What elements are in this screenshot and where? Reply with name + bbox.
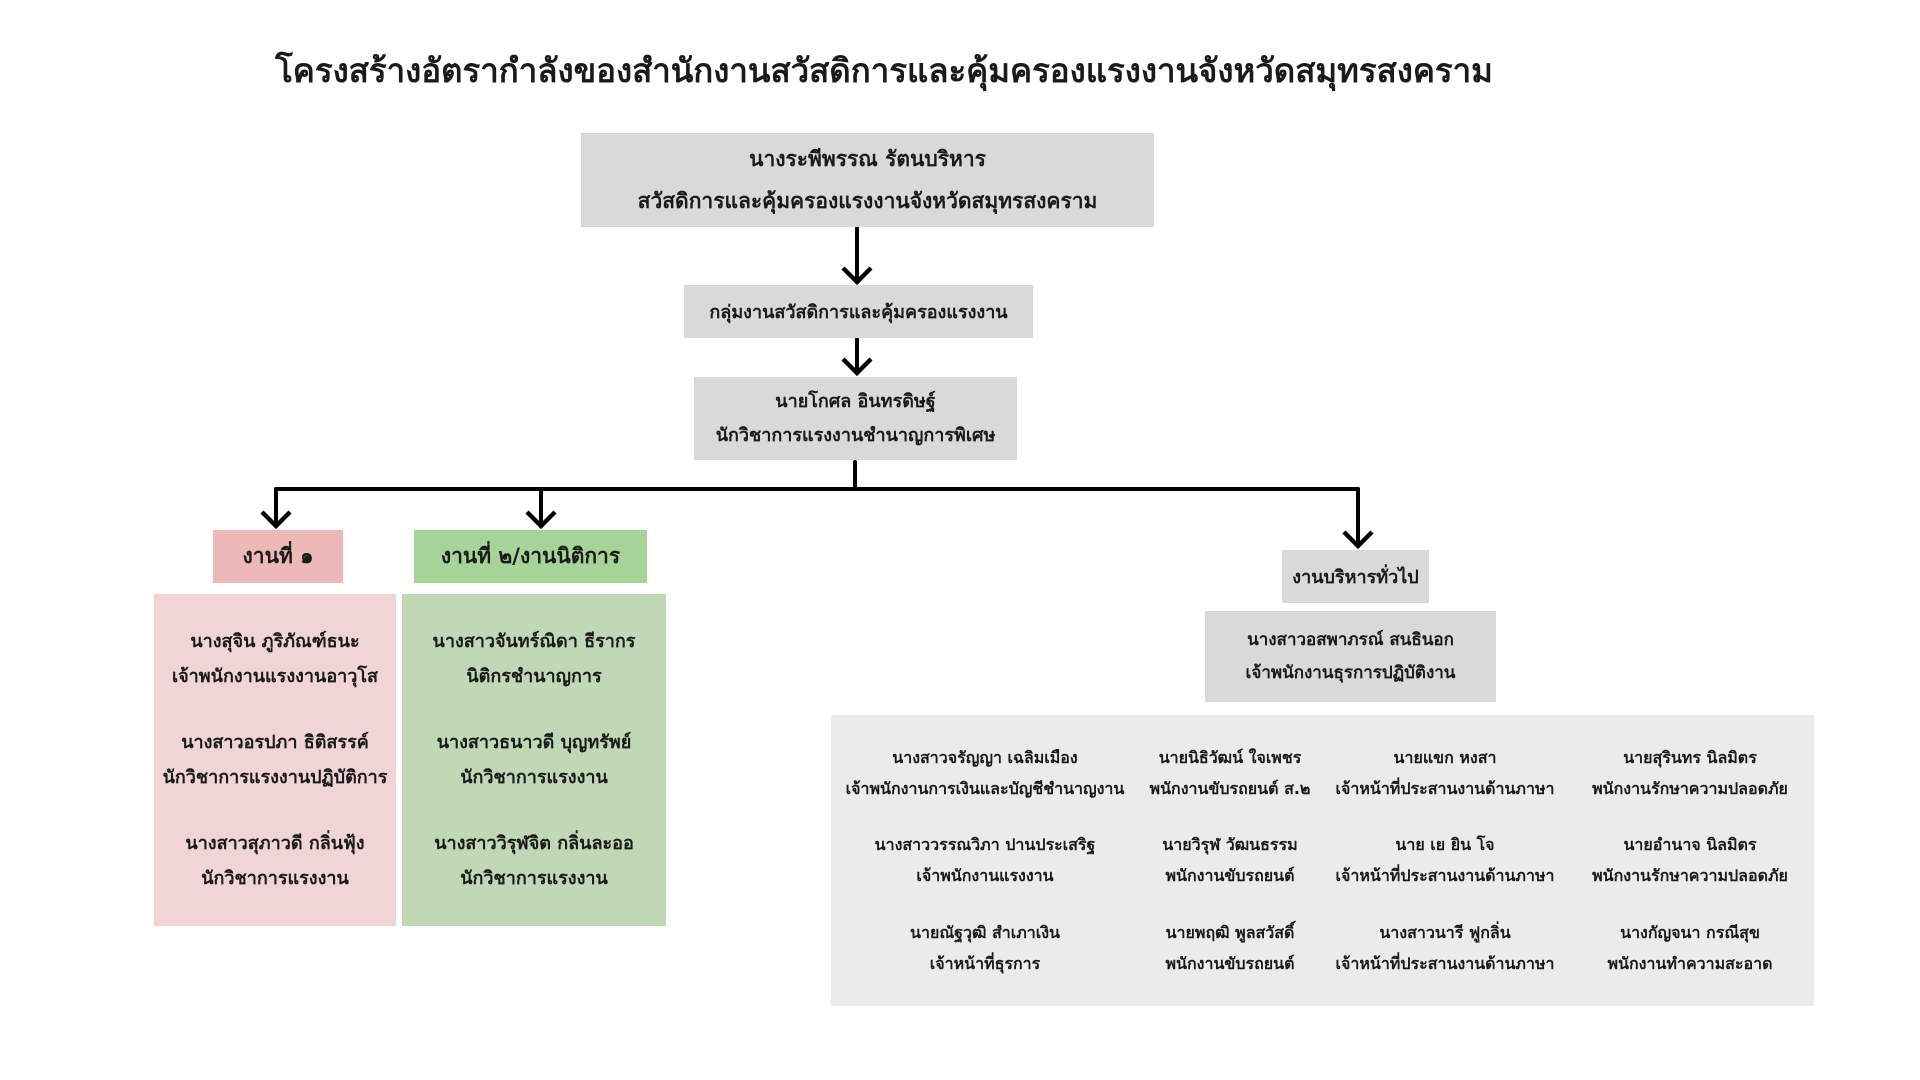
unit2-header: งานที่ ๒/งานนิติการ [414,530,647,583]
group-label: กลุ่มงานสวัสดิการและคุ้มครองแรงงาน [709,302,1008,323]
general-label: งานบริหารทั่วไป [1292,567,1419,588]
member-name: นายอำนาจ นิลมิตร [1623,835,1757,855]
member-name: นางกัญจนา กรณีสุข [1620,923,1760,943]
supervisor-box: นายโกศล อินทรดิษฐ์ นักวิชาการแรงงานชำนาญ… [694,377,1017,460]
unit1-member: นางสุจิน ภูริภัณฑ์ธนะ เจ้าพนักงานแรงงานอ… [172,624,378,694]
member-position: เจ้าหน้าที่ประสานงานด้านภาษา [1335,778,1555,798]
member-name: นายแขก หงสา [1393,747,1497,767]
unit2-label: งานที่ ๒/งานนิติการ [440,544,621,568]
unit1-member: นางสาวสุภาวดี กลิ่นฟุ้ง นักวิชาการแรงงาน [185,826,364,896]
member-name: นางสาวนารี ฟูกลิ่น [1379,923,1511,943]
member-name: นางสาวอรปภา ธิติสรรค์ [181,731,369,753]
general-member: นายนิธิวัฒน์ ใจเพชร พนักงานขับรถยนต์ ส.๒ [1138,742,1323,804]
general-lead-box: นางสาวอสพาภรณ์ สนธินอก เจ้าพนักงานธุรการ… [1205,611,1496,702]
member-position: พนักงานทำความสะอาด [1607,954,1773,974]
supervisor-name: นายโกศล อินทรดิษฐ์ [775,390,936,412]
unit2-members: นางสาวจันทร์ณิดา ธีรากร นิติกรชำนาญการ น… [402,594,666,926]
member-position: นักวิชาการแรงงานปฏิบัติการ [162,766,388,788]
member-name: นางสาวสุภาวดี กลิ่นฟุ้ง [185,833,365,855]
member-name: นางสาววิรุฬจิต กลิ่นละออ [434,833,634,855]
general-members: นางสาวจรัญญา เฉลิมเมือง เจ้าพนักงานการเง… [831,715,1814,1006]
unit1-header: งานที่ ๑ [213,530,343,583]
head-position: สวัสดิการและคุ้มครองแรงงานจังหวัดสมุทรสง… [637,189,1098,213]
member-name: นางสาวจันทร์ณิดา ธีรากร [432,630,636,652]
unit1-members: นางสุจิน ภูริภัณฑ์ธนะ เจ้าพนักงานแรงงานอ… [154,594,396,926]
group-box: กลุ่มงานสวัสดิการและคุ้มครองแรงงาน [684,285,1033,338]
member-position: เจ้าหน้าที่ธุรการ [929,954,1041,974]
member-name: นางสาวจรัญญา เฉลิมเมือง [892,747,1078,767]
general-member: นายพฤฒิ พูลสวัสดิ์ พนักงานขับรถยนต์ [1138,917,1323,979]
member-position: พนักงานรักษาความปลอดภัย [1592,866,1788,886]
general-member: นายแขก หงสา เจ้าหน้าที่ประสานงานด้านภาษา [1323,742,1568,804]
general-member: นายณัฐวุฒิ สำเภาเงิน เจ้าหน้าที่ธุรการ [833,917,1138,979]
member-position: พนักงานขับรถยนต์ ส.๒ [1149,778,1311,798]
unit1-label: งานที่ ๑ [242,544,314,568]
general-member: นายอำนาจ นิลมิตร พนักงานรักษาความปลอดภัย [1568,829,1813,891]
member-position: เจ้าหน้าที่ประสานงานด้านภาษา [1335,866,1555,886]
member-position: พนักงานรักษาความปลอดภัย [1592,778,1788,798]
member-name: นายสุรินทร นิลมิตร [1623,747,1757,767]
member-name: นาย เย ยิน โจ [1395,835,1495,855]
member-position: นักวิชาการแรงงาน [201,868,349,890]
member-name: นายณัฐวุฒิ สำเภาเงิน [910,923,1060,943]
member-position: เจ้าหน้าที่ประสานงานด้านภาษา [1335,954,1555,974]
member-position: พนักงานขับรถยนต์ [1165,954,1295,974]
unit2-member: นางสาวธนาวดี บุญทรัพย์ นักวิชาการแรงงาน [437,725,632,795]
member-name: นายนิธิวัฒน์ ใจเพชร [1158,747,1302,767]
member-position: พนักงานขับรถยนต์ [1165,866,1295,886]
member-name: นางสุจิน ภูริภัณฑ์ธนะ [190,630,360,652]
member-position: เจ้าพนักงานการเงินและบัญชีชำนาญงาน [845,778,1125,798]
member-position: นิติกรชำนาญการ [466,665,602,687]
member-name: นายวิรุฬ วัฒนธรรม [1162,835,1298,855]
member-position: นักวิชาการแรงงาน [460,766,608,788]
unit2-member: นางสาววิรุฬจิต กลิ่นละออ นักวิชาการแรงงา… [434,826,634,896]
page-title: โครงสร้างอัตรากำลังของสำนักงานสวัสดิการแ… [275,51,1493,90]
member-name: นางสาววรรณวิภา ปานประเสริฐ [874,835,1096,855]
member-position: นักวิชาการแรงงาน [460,868,608,890]
general-member: นาย เย ยิน โจ เจ้าหน้าที่ประสานงานด้านภา… [1323,829,1568,891]
member-position: เจ้าพนักงานแรงงานอาวุโส [171,665,378,687]
head-box: นางระพีพรรณ รัตนบริหาร สวัสดิการและคุ้มค… [581,133,1154,227]
general-header: งานบริหารทั่วไป [1282,550,1429,603]
general-member: นางสาวจรัญญา เฉลิมเมือง เจ้าพนักงานการเง… [833,742,1138,804]
general-lead-position: เจ้าพนักงานธุรการปฏิบัติงาน [1245,662,1456,683]
unit1-member: นางสาวอรปภา ธิติสรรค์ นักวิชาการแรงงานปฏ… [163,725,388,795]
general-lead-name: นางสาวอสพาภรณ์ สนธินอก [1247,629,1454,650]
supervisor-position: นักวิชาการแรงงานชำนาญการพิเศษ [715,424,996,446]
general-member: นางสาววรรณวิภา ปานประเสริฐ เจ้าพนักงานแร… [833,829,1138,891]
general-member: นายสุรินทร นิลมิตร พนักงานรักษาความปลอดภ… [1568,742,1813,804]
general-member: นายวิรุฬ วัฒนธรรม พนักงานขับรถยนต์ [1138,829,1323,891]
member-position: เจ้าพนักงานแรงงาน [916,866,1054,886]
member-name: นายพฤฒิ พูลสวัสดิ์ [1165,923,1295,943]
general-member: นางกัญจนา กรณีสุข พนักงานทำความสะอาด [1568,917,1813,979]
head-name: นางระพีพรรณ รัตนบริหาร [749,147,986,171]
unit2-member: นางสาวจันทร์ณิดา ธีรากร นิติกรชำนาญการ [433,624,636,694]
member-name: นางสาวธนาวดี บุญทรัพย์ [436,731,632,753]
general-member: นางสาวนารี ฟูกลิ่น เจ้าหน้าที่ประสานงานด… [1323,917,1568,979]
